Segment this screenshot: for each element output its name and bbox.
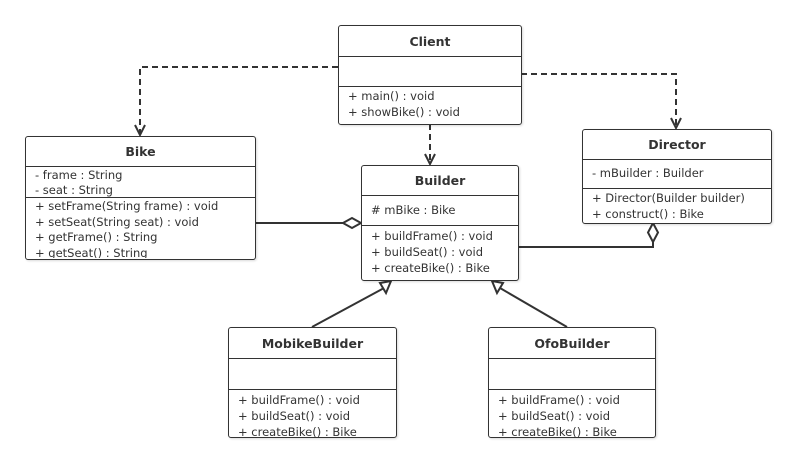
arrowhead-bike <box>134 124 146 138</box>
method: + Director(Builder builder) <box>592 191 745 205</box>
method: + buildSeat() : void <box>238 409 350 423</box>
method: + createBike() : Bike <box>371 261 490 275</box>
class-name: Bike <box>26 137 255 167</box>
method: + createBike() : Bike <box>498 425 617 439</box>
attribute: - seat : String <box>35 183 113 197</box>
arrowhead-director <box>670 117 682 131</box>
method: + setFrame(String frame) : void <box>35 199 219 213</box>
method: + setSeat(String seat) : void <box>35 214 199 229</box>
class-ofo-builder[interactable]: OfoBuilder + buildFrame() : void + build… <box>488 327 656 439</box>
attributes-section <box>339 57 521 87</box>
attributes-section <box>489 359 655 390</box>
class-name: Client <box>339 26 521 57</box>
attributes-section: # mBike : Bike <box>362 196 518 226</box>
methods-section: + buildFrame() : void + buildSeat() : vo… <box>362 226 518 278</box>
generalization-triangle-mobike <box>378 279 393 296</box>
arrowhead-builder <box>424 153 436 167</box>
attributes-section <box>229 359 396 390</box>
method: + getSeat() : String <box>35 245 148 259</box>
class-mobike-builder[interactable]: MobikeBuilder + buildFrame() : void + bu… <box>228 327 397 439</box>
class-name: Builder <box>362 166 518 196</box>
method: + buildFrame() : void <box>498 393 620 407</box>
attribute: - mBuilder : Builder <box>592 166 704 180</box>
method: + buildFrame() : void <box>238 393 360 407</box>
method: + buildSeat() : void <box>498 409 610 423</box>
methods-section: + main() : void + showBike() : void <box>339 87 521 122</box>
class-name: Director <box>583 130 771 160</box>
dependency-client-bike <box>139 66 338 134</box>
generalization-triangle-ofo <box>490 279 505 296</box>
method: + main() : void <box>348 89 435 103</box>
method: + getFrame() : String <box>35 230 158 244</box>
methods-section: + buildFrame() : void + buildSeat() : vo… <box>229 390 396 442</box>
methods-section: + buildFrame() : void + buildSeat() : vo… <box>489 390 655 442</box>
attribute: # mBike : Bike <box>371 203 456 217</box>
attributes-section: - mBuilder : Builder <box>583 160 771 189</box>
attribute: - frame : String <box>35 168 123 182</box>
generalization-mobike <box>311 287 385 328</box>
class-client[interactable]: Client + main() : void + showBike() : vo… <box>338 25 522 125</box>
attributes-section: - frame : String - seat : String <box>26 167 255 198</box>
method: + buildFrame() : void <box>371 229 493 243</box>
methods-section: + Director(Builder builder) + construct(… <box>583 189 771 224</box>
method: + buildSeat() : void <box>371 245 483 259</box>
class-builder[interactable]: Builder # mBike : Bike + buildFrame() : … <box>361 165 519 281</box>
method: + showBike() : void <box>348 105 460 119</box>
class-bike[interactable]: Bike - frame : String - seat : String + … <box>25 136 256 260</box>
class-name: OfoBuilder <box>489 328 655 359</box>
method: + construct() : Bike <box>592 207 704 221</box>
class-name: MobikeBuilder <box>229 328 396 359</box>
class-director[interactable]: Director - mBuilder : Builder + Director… <box>582 129 772 224</box>
aggregation-builder-director <box>518 242 654 248</box>
aggregation-diamond-builder <box>340 216 364 230</box>
methods-section: + setFrame(String frame) : void + setSea… <box>26 198 255 258</box>
generalization-ofo <box>499 287 568 328</box>
dependency-client-director <box>521 73 677 127</box>
method: + createBike() : Bike <box>238 425 357 439</box>
aggregation-diamond-director <box>646 220 660 245</box>
